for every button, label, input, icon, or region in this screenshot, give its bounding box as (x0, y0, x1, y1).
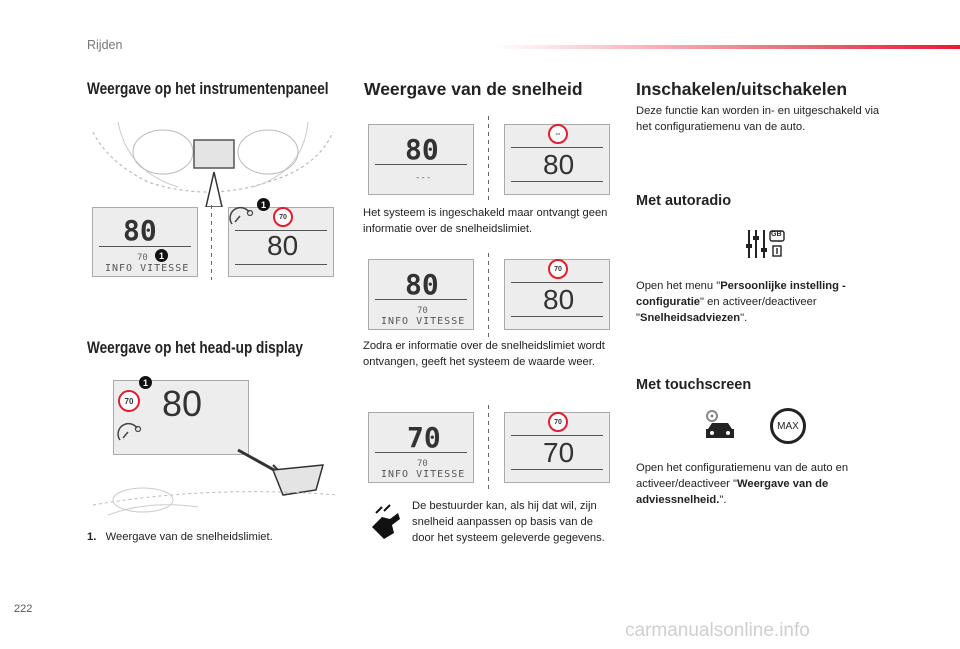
row1-speed: 80 (405, 133, 439, 166)
callout-badge: 1 (139, 376, 152, 389)
title-head-up-display: Weergave op het head-up display (87, 338, 303, 357)
speedometer-icon (117, 422, 142, 441)
separator-line (375, 164, 467, 165)
footnote: 1. Weergave van de snelheidslimiet. (87, 529, 337, 545)
text-fragment: " en activeer/deactiveer " (636, 296, 817, 324)
separator-line (511, 469, 603, 470)
text-fragment: ". (740, 312, 748, 324)
display-row3-left: 70 70 INFO VITESSE (368, 412, 474, 483)
gb-label: GB (771, 231, 782, 238)
cluster-limit: 70 (137, 253, 148, 263)
separator-line (375, 452, 467, 453)
row2-info: INFO VITESSE (381, 316, 466, 327)
separator-line (511, 282, 603, 283)
page-number: 222 (14, 603, 33, 615)
footnote-number: 1. (87, 531, 97, 543)
display-row1-left: 80 --- (368, 124, 474, 195)
text-no-info: Het systeem is ingeschakeld maar ontvang… (363, 207, 608, 235)
separator-line (235, 230, 327, 231)
separator-line (511, 316, 603, 317)
section-header: Rijden (87, 38, 123, 52)
callout-badge: 1 (257, 198, 270, 211)
text-fragment: ". (719, 494, 727, 506)
hud-display: 80 (113, 380, 249, 455)
row2-limit: 70 (417, 306, 428, 316)
hud-speed: 80 (162, 383, 203, 424)
row1-right-speed: 80 (543, 149, 575, 180)
separator-line (99, 246, 191, 247)
row3-info: INFO VITESSE (381, 469, 466, 480)
row2-speed: 80 (405, 268, 439, 301)
text-info-received: Zodra er informatie over de snelheidslim… (363, 340, 605, 368)
car-settings-icon (706, 410, 734, 438)
cluster-right-speed: 80 (267, 230, 299, 261)
separator-line (235, 264, 327, 265)
text-fragment: Open het menu " (636, 280, 721, 292)
row3-limit: 70 (417, 459, 428, 469)
hud-speed-limit-sign: 70 (118, 390, 140, 412)
title-speed-display: Weergave van de snelheid (364, 79, 583, 99)
footnote-text: Weergave van de snelheidslimiet. (105, 531, 273, 543)
row3-right-speed: 70 (543, 437, 575, 468)
option-name: Weergave van de adviessnelheid. (636, 478, 829, 506)
touchscreen-instructions: Open het configuratiemenu van de auto en… (636, 460, 886, 508)
title-enable-disable: Inschakelen/uitschakelen (636, 79, 848, 99)
max-speed-icon: MAX (770, 408, 806, 444)
speed-limit-sign: 70 (273, 207, 293, 227)
speedometer-icon (229, 206, 254, 225)
heading-autoradio: Met autoradio (636, 193, 732, 209)
watermark: carmanualsonline.info (625, 620, 810, 641)
menu-name: Persoonlijke instelling - configuratie (636, 280, 846, 308)
text-driver-tip: De bestuurder kan, als hij dat wil, zijn… (412, 500, 605, 544)
option-name: Snelheidsadviezen (639, 312, 741, 324)
divider-line (488, 253, 489, 338)
text-fragment: Open het configuratiemenu van de auto en… (636, 462, 849, 490)
row2-right-speed: 80 (543, 284, 575, 315)
autoradio-instructions: Open het menu "Persoonlijke instelling -… (636, 278, 886, 326)
separator-line (511, 147, 603, 148)
row3-sign: 70 (548, 412, 568, 432)
cluster-info-label: INFO VITESSE (105, 263, 190, 274)
row1-sign: -- (548, 124, 568, 144)
cluster-display-left: 80 70 INFO VITESSE 1 (92, 207, 198, 277)
intro-text: Deze functie kan worden in- en uitgescha… (636, 105, 880, 133)
row2-sign: 70 (548, 259, 568, 279)
row3-speed: 70 (407, 421, 441, 454)
separator-line (511, 181, 603, 182)
heading-touchscreen: Met touchscreen (636, 377, 752, 393)
separator-line (511, 435, 603, 436)
title-instrument-panel: Weergave op het instrumentenpaneel (87, 79, 329, 98)
separator-line (375, 299, 467, 300)
hud-dashboard-illustration (92, 448, 339, 516)
callout-badge: 1 (155, 249, 168, 262)
dashboard-illustration (92, 121, 334, 207)
hand-tip-icon (372, 504, 400, 539)
row1-sub: --- (415, 173, 432, 183)
display-row2-left: 80 70 INFO VITESSE (368, 259, 474, 330)
cluster-speed: 80 (123, 214, 157, 247)
header-accent-bar (495, 45, 960, 49)
divider-line (488, 405, 489, 490)
divider-line (211, 205, 212, 280)
divider-line (488, 116, 489, 201)
settings-sliders-icon (746, 230, 785, 258)
